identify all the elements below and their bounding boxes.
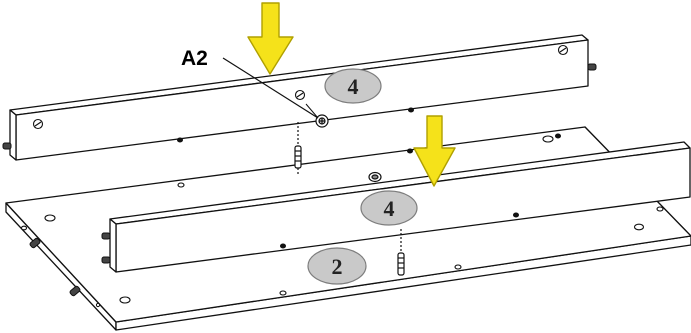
screw-icon <box>368 171 382 183</box>
front-rail-end-dowels <box>101 232 111 264</box>
part-badge-front-rail-number: 4 <box>384 196 395 221</box>
upper-rail <box>9 34 589 161</box>
part-badge-front-rail: 4 <box>360 190 418 226</box>
upper-rail-sockets <box>177 107 414 143</box>
upper-rail-end-face <box>9 109 17 161</box>
base-panel-edge-dowels <box>29 237 101 308</box>
part-badge-base-panel-number: 2 <box>332 254 343 279</box>
wooden-dowel-icon <box>294 122 302 176</box>
callout-label-a2: A2 <box>181 47 208 70</box>
part-badge-upper-rail: 4 <box>324 68 382 104</box>
wooden-dowel-icon <box>397 229 405 276</box>
front-rail-sockets <box>280 212 519 249</box>
upper-rail-end-dowels <box>2 63 597 150</box>
base-panel-sockets <box>407 133 561 154</box>
base-panel-holes <box>20 135 664 304</box>
callout-leader <box>222 57 319 119</box>
front-rail-end-face <box>109 218 117 273</box>
down-arrow-icon <box>413 115 456 187</box>
down-arrow-icon <box>247 2 294 75</box>
part-badge-base-panel: 2 <box>307 247 367 285</box>
part-badge-upper-rail-number: 4 <box>348 74 359 99</box>
cam-lock-icon <box>315 114 329 128</box>
upper-rail-holes <box>32 44 569 130</box>
